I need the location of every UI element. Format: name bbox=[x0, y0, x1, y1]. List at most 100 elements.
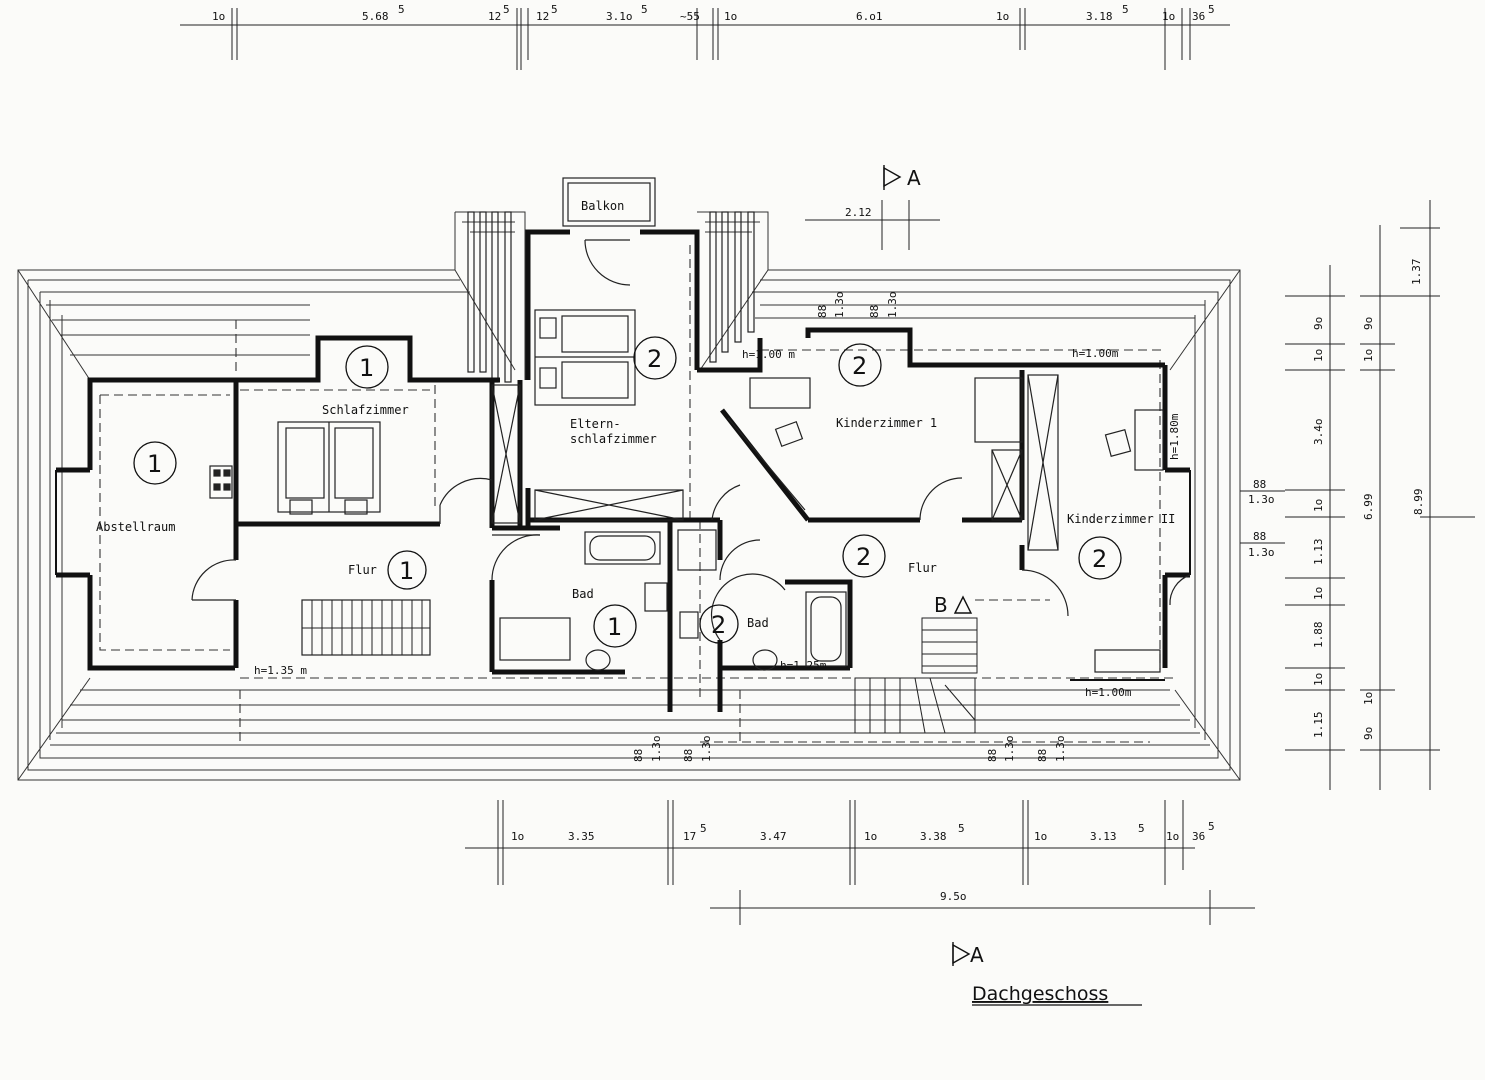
unit-marker-bad-right: 2 bbox=[699, 604, 739, 644]
window-dim-3a: 88 bbox=[1253, 478, 1266, 491]
svg-text:2: 2 bbox=[856, 543, 871, 571]
dim-top-7: 1o bbox=[724, 10, 737, 23]
balcony-dimension: 2.12 bbox=[805, 200, 940, 250]
window-dim-1b: 1.3o bbox=[833, 292, 846, 319]
dim-top-5-sup: 5 bbox=[641, 3, 648, 16]
dim-right-outer-2: 9o bbox=[1362, 317, 1375, 330]
staircase-right bbox=[854, 617, 978, 734]
section-mark-a-top: A bbox=[883, 165, 921, 190]
height-note-6: h=1.00m bbox=[1085, 686, 1132, 699]
dim-right-outer-6: 9o bbox=[1362, 727, 1375, 740]
dim-top-10: 3.18 bbox=[1086, 10, 1113, 23]
dim-right-inner-7: 1.88 bbox=[1312, 622, 1325, 649]
height-note-5: h=1.80m bbox=[1168, 413, 1181, 460]
svg-text:1: 1 bbox=[399, 557, 414, 585]
unit-marker-flur-left: 1 bbox=[387, 550, 427, 590]
room-label-bad-right: Bad bbox=[747, 616, 769, 630]
window-dim-7a: 88 bbox=[986, 749, 999, 762]
dim-right-inner-1: 9o bbox=[1312, 317, 1325, 330]
drawing-title: Dachgeschoss bbox=[972, 983, 1108, 1005]
right-dimension-chain-outer: 1.37 9o 1o 6.99 1o 9o 8.99 bbox=[1360, 200, 1475, 790]
dim-right-outer-4: 6.99 bbox=[1362, 494, 1375, 521]
window-dim-5a: 88 bbox=[632, 749, 645, 762]
svg-text:2: 2 bbox=[1092, 545, 1107, 573]
room-label-bad-left: Bad bbox=[572, 587, 594, 601]
dim-bottom-total: 9.5o bbox=[940, 890, 967, 903]
dim-right-outer-5: 1o bbox=[1362, 692, 1375, 705]
window-dim-3b: 1.3o bbox=[1248, 493, 1275, 506]
dim-bottom-7: 1o bbox=[1034, 830, 1047, 843]
dim-top-12-sup: 5 bbox=[1208, 3, 1215, 16]
dim-top-4: 12 bbox=[536, 10, 549, 23]
window-dim-4a: 88 bbox=[1253, 530, 1266, 543]
knee-wall-lines bbox=[99, 245, 1175, 745]
roof-outline bbox=[17, 211, 1241, 781]
unit-marker-bad-left: 1 bbox=[593, 604, 637, 648]
dim-right-outer-1: 1.37 bbox=[1410, 259, 1423, 286]
window-dim-8a: 88 bbox=[1036, 749, 1049, 762]
window-dim-1a: 88 bbox=[816, 305, 829, 318]
section-mark-b: B bbox=[934, 593, 1050, 617]
bottom-dimension-chain: 1o 3.35 17 5 3.47 1o 3.38 5 1o 3.13 5 1o… bbox=[465, 800, 1255, 925]
room-label-flur-right: Flur bbox=[908, 561, 937, 575]
dim-right-outer-3: 1o bbox=[1362, 349, 1375, 362]
dim-right-inner-8: 1o bbox=[1312, 673, 1325, 686]
dim-bottom-8-sup: 5 bbox=[1138, 822, 1145, 835]
svg-text:1: 1 bbox=[147, 450, 162, 478]
room-label-abstellraum: Abstellraum bbox=[96, 520, 175, 534]
height-note-2: h=1.00 m bbox=[742, 348, 795, 361]
dim-bottom-4: 3.47 bbox=[760, 830, 787, 843]
svg-text:1: 1 bbox=[359, 354, 374, 382]
window-dim-2a: 88 bbox=[868, 305, 881, 318]
unit-marker-abstell: 1 bbox=[133, 441, 177, 485]
staircase-left bbox=[301, 599, 431, 656]
window-dim-4b: 1.3o bbox=[1248, 546, 1275, 559]
dim-bottom-10: 36 bbox=[1192, 830, 1205, 843]
dim-top-12: 36 bbox=[1192, 10, 1205, 23]
unit-marker-eltern: 2 bbox=[633, 336, 677, 380]
unit-marker-schlaf: 1 bbox=[345, 345, 389, 389]
dim-bottom-9: 1o bbox=[1166, 830, 1179, 843]
furniture bbox=[209, 309, 1164, 673]
unit-marker-flur-right: 2 bbox=[842, 534, 886, 578]
room-label-schlafzimmer: Schlafzimmer bbox=[322, 403, 409, 417]
dim-top-10-sup: 5 bbox=[1122, 3, 1129, 16]
dim-bottom-2: 3.35 bbox=[568, 830, 595, 843]
height-note-3: h=1.00m bbox=[1072, 347, 1119, 360]
window-dim-8b: 1.3o bbox=[1054, 736, 1067, 763]
room-label-kinderzimmer-1: Kinderzimmer 1 bbox=[836, 416, 937, 430]
dim-right-total: 8.99 bbox=[1412, 489, 1425, 516]
window-dim-5b: 1.3o bbox=[650, 736, 663, 763]
dim-top-4-sup: 5 bbox=[551, 3, 558, 16]
svg-text:2: 2 bbox=[647, 345, 662, 373]
dim-top-8: 6.o1 bbox=[856, 10, 883, 23]
dim-top-1: 1o bbox=[212, 10, 225, 23]
dim-right-inner-4: 1o bbox=[1312, 499, 1325, 512]
dim-right-inner-5: 1.13 bbox=[1312, 539, 1325, 566]
dim-bottom-3: 17 bbox=[683, 830, 696, 843]
right-dimension-chain-inner: 9o 1o 3.4o 1o 1.13 1o 1.88 1o 1.15 bbox=[1285, 265, 1345, 790]
window-dims: 88 1.3o 88 1.3o 88 1.3o 88 1.3o 88 1.3o … bbox=[632, 292, 1285, 763]
unit-marker-kinder-2: 2 bbox=[1078, 536, 1122, 580]
balcony bbox=[562, 177, 656, 227]
svg-text:2: 2 bbox=[852, 352, 867, 380]
svg-text:1: 1 bbox=[607, 613, 622, 641]
dim-right-inner-9: 1.15 bbox=[1312, 712, 1325, 739]
dim-bottom-10-sup: 5 bbox=[1208, 820, 1215, 833]
staircase-left-treads bbox=[311, 600, 423, 655]
doors bbox=[191, 239, 1191, 641]
dim-top-2-sup: 5 bbox=[398, 3, 405, 16]
top-dimension-chain: 1o 5.68 5 12 5 12 5 3.1o 5 ~55 1o 6.o1 1… bbox=[180, 3, 1230, 70]
dim-top-11: 1o bbox=[1162, 10, 1175, 23]
dim-bottom-8: 3.13 bbox=[1090, 830, 1117, 843]
room-label-eltern-line1: Eltern- bbox=[570, 417, 621, 431]
room-label-eltern-line2: schlafzimmer bbox=[570, 432, 657, 446]
svg-text:A: A bbox=[970, 943, 984, 967]
dim-bottom-6: 3.38 bbox=[920, 830, 947, 843]
window-dim-6a: 88 bbox=[682, 749, 695, 762]
dim-bottom-1: 1o bbox=[511, 830, 524, 843]
dim-right-inner-6: 1o bbox=[1312, 587, 1325, 600]
height-note-4: h=1.25m bbox=[780, 659, 827, 672]
svg-text:2: 2 bbox=[711, 611, 726, 639]
